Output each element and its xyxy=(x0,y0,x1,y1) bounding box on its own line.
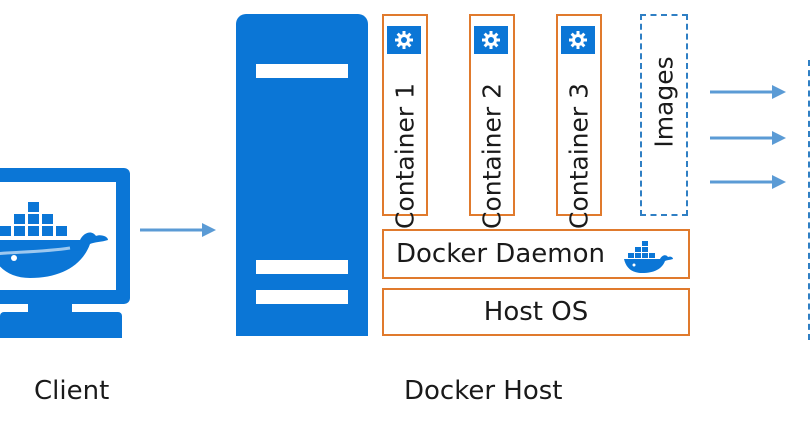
server-slot xyxy=(256,290,348,304)
host-os-label: Host OS xyxy=(483,297,589,327)
docker-host-server xyxy=(236,14,368,336)
container-1: Container 1 xyxy=(382,14,428,229)
host-os-box: Host OS xyxy=(382,288,690,336)
server-slot xyxy=(256,64,348,78)
arrow-right-icon xyxy=(710,85,786,99)
images-label: Images xyxy=(649,56,679,148)
docker-host-label: Docker Host xyxy=(404,376,563,406)
container-label: Container 1 xyxy=(390,82,420,230)
server-slot xyxy=(256,260,348,274)
docker-daemon-box: Docker Daemon xyxy=(382,229,690,279)
container-label: Container 3 xyxy=(564,82,594,230)
container-2: Container 2 xyxy=(469,14,515,229)
arrow-right-icon xyxy=(140,223,216,237)
client-monitor xyxy=(0,168,130,304)
arrow-right-icon xyxy=(710,175,786,189)
client-label: Client xyxy=(34,376,110,406)
images-box: Images xyxy=(640,14,688,216)
gear-icon xyxy=(561,26,595,54)
registry-edge xyxy=(808,60,810,340)
container-3: Container 3 xyxy=(556,14,602,229)
client-monitor-screen xyxy=(0,182,116,290)
docker-daemon-label: Docker Daemon xyxy=(396,239,605,269)
docker-whale-icon xyxy=(0,202,108,278)
gear-icon xyxy=(387,26,421,54)
client-monitor-neck xyxy=(28,302,72,314)
gear-icon xyxy=(474,26,508,54)
client-monitor-base xyxy=(0,312,122,338)
arrow-right-icon xyxy=(710,131,786,145)
docker-whale-icon xyxy=(624,241,673,273)
container-label: Container 2 xyxy=(477,82,507,230)
